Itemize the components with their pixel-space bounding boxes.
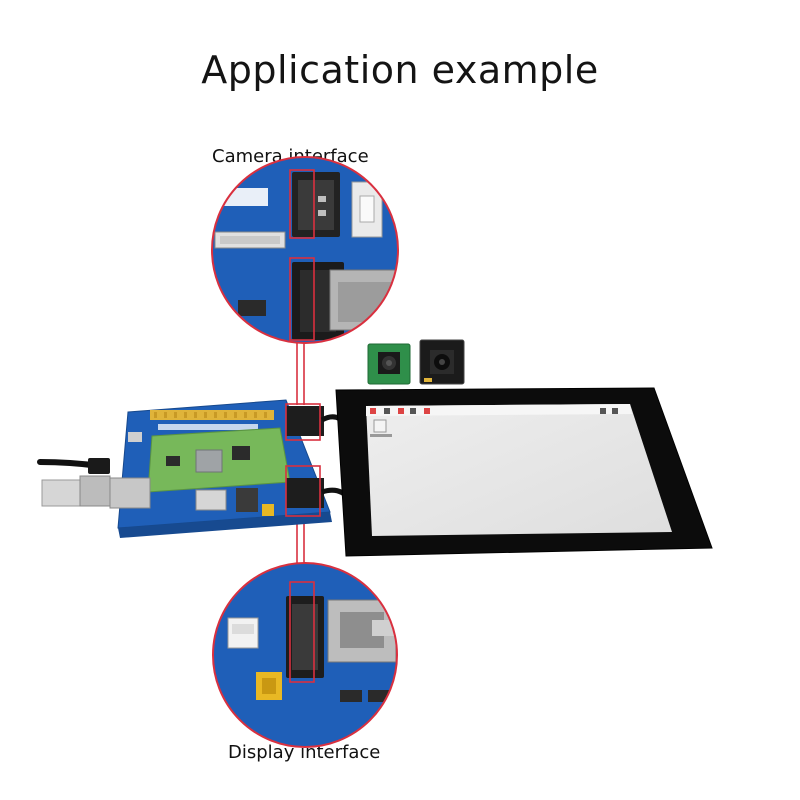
touch-display — [335, 387, 713, 557]
display-interface-label: Display interface — [228, 742, 381, 763]
display-interface-callout — [212, 562, 398, 748]
page-title: Application example — [201, 48, 599, 92]
camera-module-green — [367, 343, 411, 385]
camera-module-black — [419, 339, 465, 385]
base-board — [37, 399, 353, 538]
camera-interface-callout — [211, 156, 399, 344]
